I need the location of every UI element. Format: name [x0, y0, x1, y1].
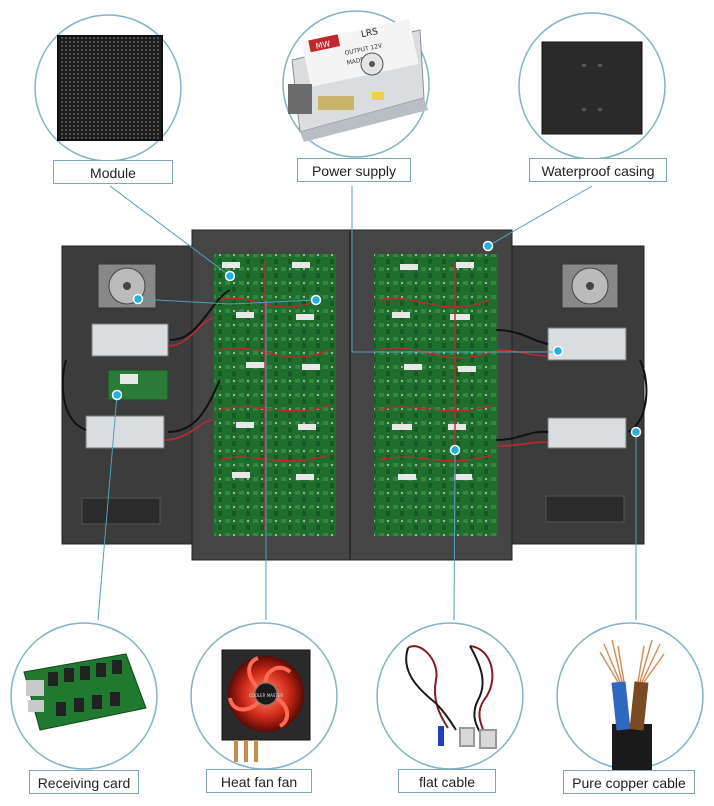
power-supply-image: MW LRS OUTPUT 12V MADE IN C [288, 19, 428, 142]
left-psu-top [91, 323, 169, 357]
copper-cable-image [599, 639, 665, 772]
receiving-card-image [23, 653, 147, 731]
power-supply-callout: MW LRS OUTPUT 12V MADE IN C [282, 10, 430, 158]
copper-cable-callout [556, 622, 704, 772]
psu-brand-text: MW [315, 39, 331, 51]
fan-brand-text: COOLER MASTER [249, 693, 284, 698]
psu-model-text: LRS [360, 27, 379, 40]
heat-fan-callout: COOLER MASTER [190, 622, 338, 770]
power-supply-label: Power supply [297, 158, 411, 182]
flat-cable-label: flat cable [398, 769, 496, 793]
led-module-image [57, 35, 163, 141]
callout-lines [97, 185, 637, 621]
casing-image [541, 41, 643, 135]
module-area-right [374, 254, 498, 536]
receiving-card-label: Receiving card [29, 770, 139, 794]
module-callout [34, 14, 182, 162]
callout-dots [111, 240, 642, 456]
flat-cable-callout [376, 622, 524, 770]
left-psu-bottom [85, 415, 165, 449]
right-psu-bottom [547, 417, 627, 449]
heat-fan-image: COOLER MASTER [221, 649, 311, 762]
module-label: Module [53, 160, 173, 184]
copper-cable-label: Pure copper cable [563, 770, 695, 794]
flat-cable-image [405, 645, 497, 749]
waterproof-casing-callout [518, 12, 666, 160]
waterproof-casing-label: Waterproof casing [529, 158, 667, 182]
receiving-card-callout [10, 622, 158, 770]
led-cabinet [61, 229, 648, 561]
heat-fan-label: Heat fan fan [206, 769, 312, 793]
